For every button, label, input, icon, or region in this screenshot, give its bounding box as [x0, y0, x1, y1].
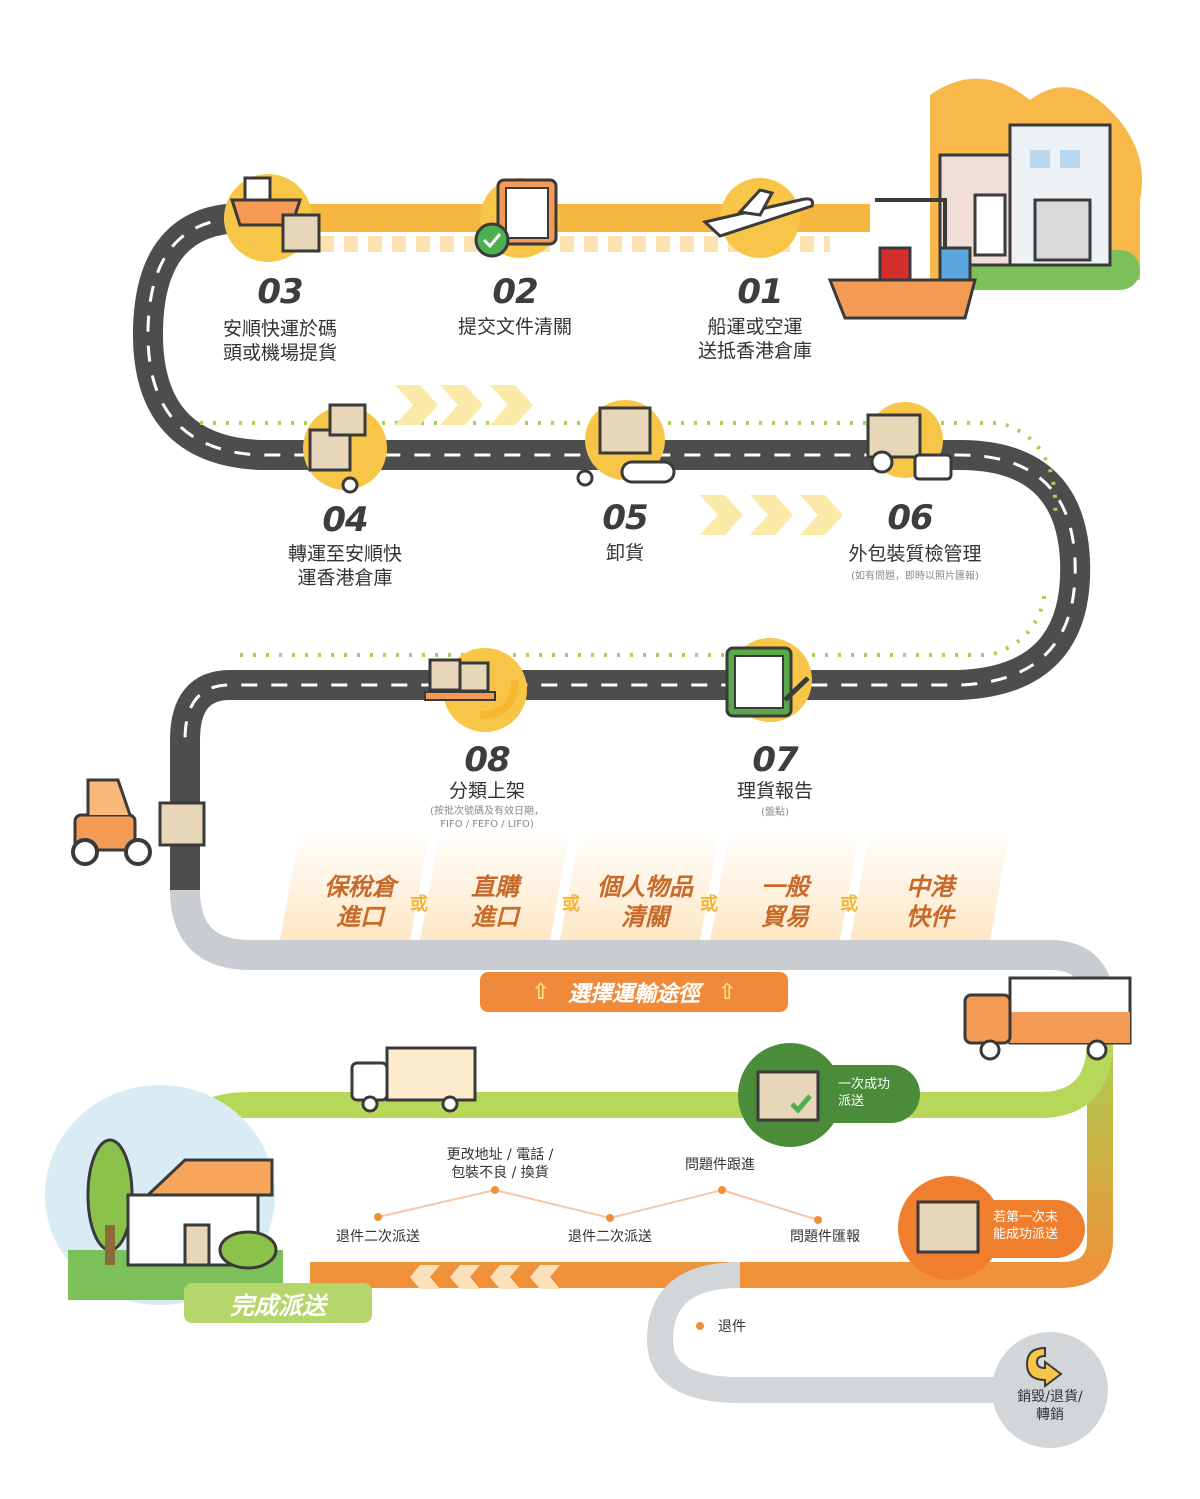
or-label-3: 或 — [700, 894, 718, 915]
step-06-note: (如有問題，即時以照片匯報) — [851, 571, 979, 582]
choose-route-label: 選擇運輸途徑 — [567, 982, 700, 1007]
redirect-arrow-icon — [1025, 1346, 1063, 1388]
step-04-number: 04 — [322, 500, 368, 540]
delivery-road-green — [167, 1039, 1113, 1161]
step-08-note: (按批次號碼及有效日期， FIFO / FEFO / LIFO) — [430, 806, 544, 830]
step-01-number: 01 — [737, 272, 783, 312]
document-clearance-icon — [474, 178, 560, 258]
step-01-title: 船運或空運 送抵香港倉庫 — [697, 316, 812, 362]
retry-label-2: 退件二次派送 — [568, 1229, 652, 1245]
up-arrow-icon: ⇧ — [718, 979, 737, 1005]
failure-badge — [898, 1176, 1085, 1280]
first-fail-label: 若第一次未 能成功派送 — [993, 1210, 1059, 1242]
success-once-label: 一次成功 派送 — [838, 1077, 891, 1109]
step-06-number: 06 — [887, 498, 933, 538]
destroy-return-label: 銷毀/退貨/ 轉銷 — [1017, 1389, 1083, 1423]
step-05-number: 05 — [602, 498, 648, 538]
route-personal-goods: 個人物品 清關 — [597, 873, 693, 931]
main-road — [132, 203, 1091, 890]
step-07-note: (盤點) — [761, 807, 789, 818]
port-scene-illustration — [827, 78, 1142, 320]
or-label-2: 或 — [562, 894, 580, 915]
house-scene-illustration — [45, 1085, 283, 1305]
step-05-title: 卸貨 — [605, 542, 644, 564]
step-07-number: 07 — [752, 740, 798, 780]
airplane-icon — [701, 178, 814, 258]
step-04-title: 轉運至安順快 運香港倉庫 — [287, 543, 402, 589]
issue-followup-label: 問題件跟進 — [685, 1157, 755, 1173]
step-07-title: 理貨報告 — [736, 780, 813, 802]
step-06-title: 外包裝質檢管理 — [848, 543, 982, 565]
step-03-number: 03 — [257, 272, 303, 312]
forklift-icon — [71, 778, 206, 866]
hand-truck-icon — [303, 403, 387, 494]
route-bonded-warehouse: 保稅倉 進口 — [324, 873, 396, 931]
or-label-1: 或 — [410, 894, 428, 915]
success-badge — [738, 1043, 920, 1147]
complete-delivery-banner: 完成派送 — [184, 1283, 372, 1323]
return-label: 退件 — [718, 1319, 746, 1335]
step-02-number: 02 — [492, 272, 538, 312]
step-08-number: 08 — [464, 740, 510, 780]
unloading-icon — [576, 400, 676, 487]
return-end-circle — [992, 1332, 1108, 1448]
small-truck-icon — [350, 1046, 477, 1113]
inspection-icon — [866, 402, 953, 481]
or-label-4: 或 — [840, 894, 858, 915]
tally-report-icon — [725, 638, 812, 722]
choose-route-banner: ⇧ 選擇運輸途徑 ⇧ — [480, 972, 788, 1012]
return-road — [646, 1262, 1010, 1403]
route-fade-columns — [280, 830, 1010, 940]
complete-delivery-label: 完成派送 — [230, 1291, 326, 1320]
route-general-trade: 一般 貿易 — [761, 873, 809, 931]
step-08-title: 分類上架 — [448, 780, 525, 802]
issue-report-label: 問題件匯報 — [790, 1229, 860, 1245]
step-03-title: 安順快運於碼 頭或機場提貨 — [222, 318, 337, 364]
step-02-title: 提交文件清關 — [457, 316, 572, 338]
route-direct-purchase: 直購 進口 — [471, 873, 519, 931]
chevrons-yellow — [395, 385, 843, 535]
retry-label-1: 退件二次派送 — [336, 1229, 420, 1245]
stocking-icon — [424, 648, 527, 732]
ship-icon — [224, 174, 321, 262]
change-info-label: 更改地址 / 電話 / 包裝不良 / 換貨 — [446, 1147, 554, 1181]
large-truck-icon — [963, 976, 1132, 1061]
delivery-road-orange — [310, 1040, 1113, 1288]
up-arrow-icon: ⇧ — [531, 979, 550, 1005]
route-cn-hk-express: 中港 快件 — [906, 873, 954, 931]
